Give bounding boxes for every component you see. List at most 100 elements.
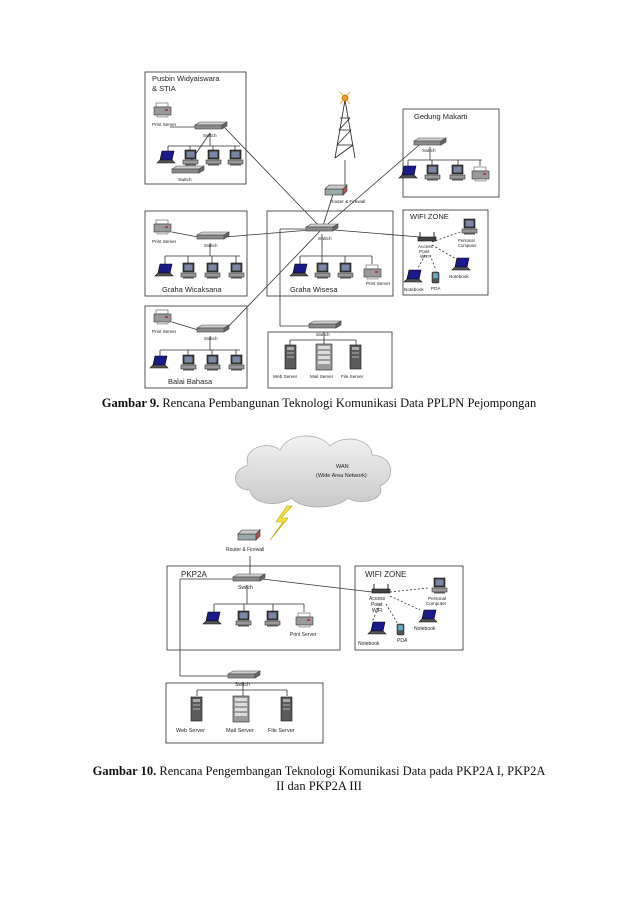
file-server-label: File Server xyxy=(341,374,364,379)
web-server-icon xyxy=(284,344,297,370)
print-server-label: Print Server xyxy=(152,329,177,334)
switch-icon xyxy=(194,121,228,130)
mail-server-label: Mail Server xyxy=(310,374,334,379)
pc-icon xyxy=(228,354,245,371)
web-server-label: Web Server xyxy=(273,374,298,379)
mail-server-icon xyxy=(232,695,250,723)
switch-icon xyxy=(227,670,261,679)
switch-label: Switch xyxy=(204,336,218,341)
switch-icon xyxy=(308,320,342,329)
box-servers xyxy=(267,331,393,389)
wifi-zone-title: WIFI ZONE xyxy=(365,570,406,579)
tower-icon xyxy=(334,91,356,159)
box-wifi-zone xyxy=(402,209,489,296)
core-switch-icon xyxy=(305,223,339,232)
figure-9-caption: Gambar 9. Rencana Pembangunan Teknologi … xyxy=(0,396,638,411)
personal-label: Personal xyxy=(428,596,446,601)
router-firewall-icon xyxy=(237,529,261,541)
pc-icon xyxy=(337,262,354,279)
laptop-icon xyxy=(418,609,438,623)
pc-icon xyxy=(461,218,478,235)
pc-icon xyxy=(182,149,199,166)
computer-label: Computer xyxy=(458,243,477,248)
pda-icon xyxy=(431,271,440,284)
switch-label: Switch xyxy=(422,148,436,153)
file-server-label: File Server xyxy=(268,728,295,734)
pc-icon xyxy=(180,354,197,371)
figure-10-caption-text-2: II dan PKP2A III xyxy=(276,779,362,793)
laptop-icon xyxy=(202,611,222,625)
print-server-label: Print Server xyxy=(366,281,391,286)
switch-label: Switch xyxy=(235,682,250,688)
switch-icon xyxy=(232,573,266,582)
laptop-icon xyxy=(289,263,309,277)
wan-sub-label: (Wide Area Network) xyxy=(316,473,367,479)
box-pkp2a xyxy=(166,565,341,651)
core-switch-label: Switch xyxy=(318,236,332,241)
box-balai-bahasa xyxy=(144,305,248,389)
laptop-icon xyxy=(451,257,471,271)
printer-icon xyxy=(295,612,314,628)
figure-10: WAN (Wide Area Network) Router & Firewal… xyxy=(165,435,464,744)
notebook-label: Notebook xyxy=(414,626,436,632)
printer-icon xyxy=(153,309,172,325)
switch-icon xyxy=(196,231,230,240)
wifi-zone-title: WIFI ZONE xyxy=(410,212,449,221)
pc-icon xyxy=(449,164,466,181)
printer-icon xyxy=(153,102,172,118)
printer-icon xyxy=(471,166,490,182)
box-wifi-zone xyxy=(354,565,464,651)
box-gedung-makarti xyxy=(402,108,500,198)
wisesa-title: Graha Wisesa xyxy=(290,285,338,294)
pc-icon xyxy=(431,577,448,594)
router-firewall-icon xyxy=(324,184,348,196)
notebook-label: Notebook xyxy=(449,274,469,279)
notebook-label: Notebook xyxy=(358,641,380,647)
box-graha-wisesa xyxy=(266,210,394,297)
web-server-label: Web Server xyxy=(176,728,205,734)
pda-label: PDA xyxy=(397,638,408,644)
notebook-label: Notebook xyxy=(404,287,424,292)
pc-icon xyxy=(424,164,441,181)
pc-icon xyxy=(314,262,331,279)
pkp2a-title: PKP2A xyxy=(181,570,207,579)
switch-label: Switch xyxy=(203,133,217,138)
figure-10-caption: Gambar 10. Rencana Pengembangan Teknolog… xyxy=(60,764,578,794)
router-label: Router & Firewall xyxy=(330,199,365,204)
figure-9: Router & Firewall Switch Pusbin Widyaisw… xyxy=(144,71,500,389)
laptop-icon xyxy=(398,165,418,179)
switch-label: Switch xyxy=(204,243,218,248)
figure-10-caption-line-1: Gambar 10. Rencana Pengembangan Teknolog… xyxy=(60,764,578,779)
switch-icon xyxy=(413,137,447,146)
web-server-icon xyxy=(190,696,203,722)
personal-label: Personal xyxy=(458,238,475,243)
access-point-icon xyxy=(371,583,391,594)
switch-label: Switch xyxy=(178,177,192,182)
printer-icon xyxy=(153,219,172,235)
figure-9-caption-text: Rencana Pembangunan Teknologi Komunikasi… xyxy=(162,396,537,410)
laptop-icon xyxy=(154,263,174,277)
wan-label: WAN xyxy=(336,464,349,470)
laptop-icon xyxy=(149,355,169,369)
access-label: Access xyxy=(369,596,386,602)
wan-cloud-icon xyxy=(235,435,392,508)
access-point-icon xyxy=(417,231,437,242)
router-label: Router & Firewall xyxy=(226,547,264,553)
pda-icon xyxy=(396,623,405,636)
pc-icon xyxy=(227,149,244,166)
pc-icon xyxy=(235,610,252,627)
print-server-label: Print Server xyxy=(152,239,177,244)
pc-icon xyxy=(205,149,222,166)
printer-icon xyxy=(363,264,382,280)
figure-9-caption-label: Gambar 9. xyxy=(101,396,160,410)
laptop-icon xyxy=(367,621,387,635)
figure-10-caption-text-1: Rencana Pengembangan Teknologi Komunikas… xyxy=(159,764,546,778)
pc-icon xyxy=(180,262,197,279)
print-server-label: Print Server xyxy=(152,122,177,127)
file-server-icon xyxy=(349,344,362,370)
point-label: Point xyxy=(371,602,383,608)
point-label: Point xyxy=(419,249,430,254)
wicaksana-title: Graha Wicaksana xyxy=(162,285,222,294)
print-server-label: Print Server xyxy=(290,632,317,638)
